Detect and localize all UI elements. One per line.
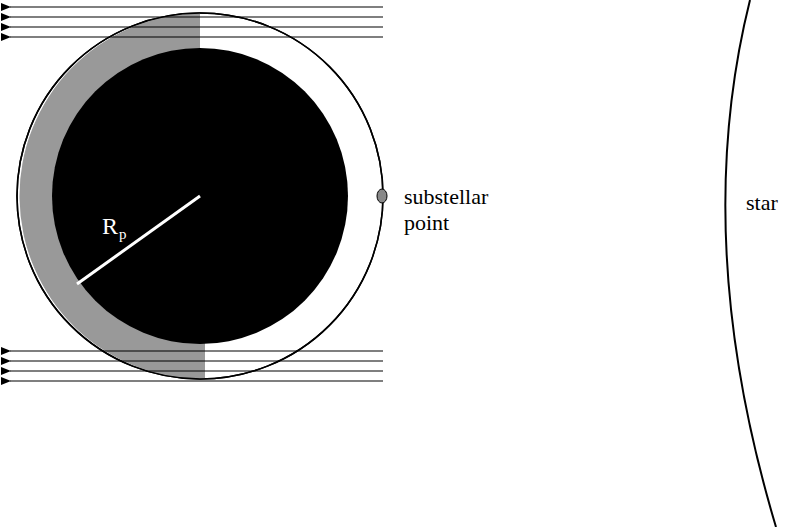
point-label: substellar point (404, 184, 516, 237)
star-label: star (746, 190, 778, 216)
light-rays (10, 7, 383, 381)
substellar-dot (377, 189, 387, 203)
planet-disk (52, 48, 348, 344)
radius-symbol: R (102, 212, 118, 241)
star-limb (725, 0, 776, 527)
atmosphere-circle (17, 13, 383, 379)
radius-subscript: p (119, 225, 127, 243)
radius-line (77, 196, 200, 284)
